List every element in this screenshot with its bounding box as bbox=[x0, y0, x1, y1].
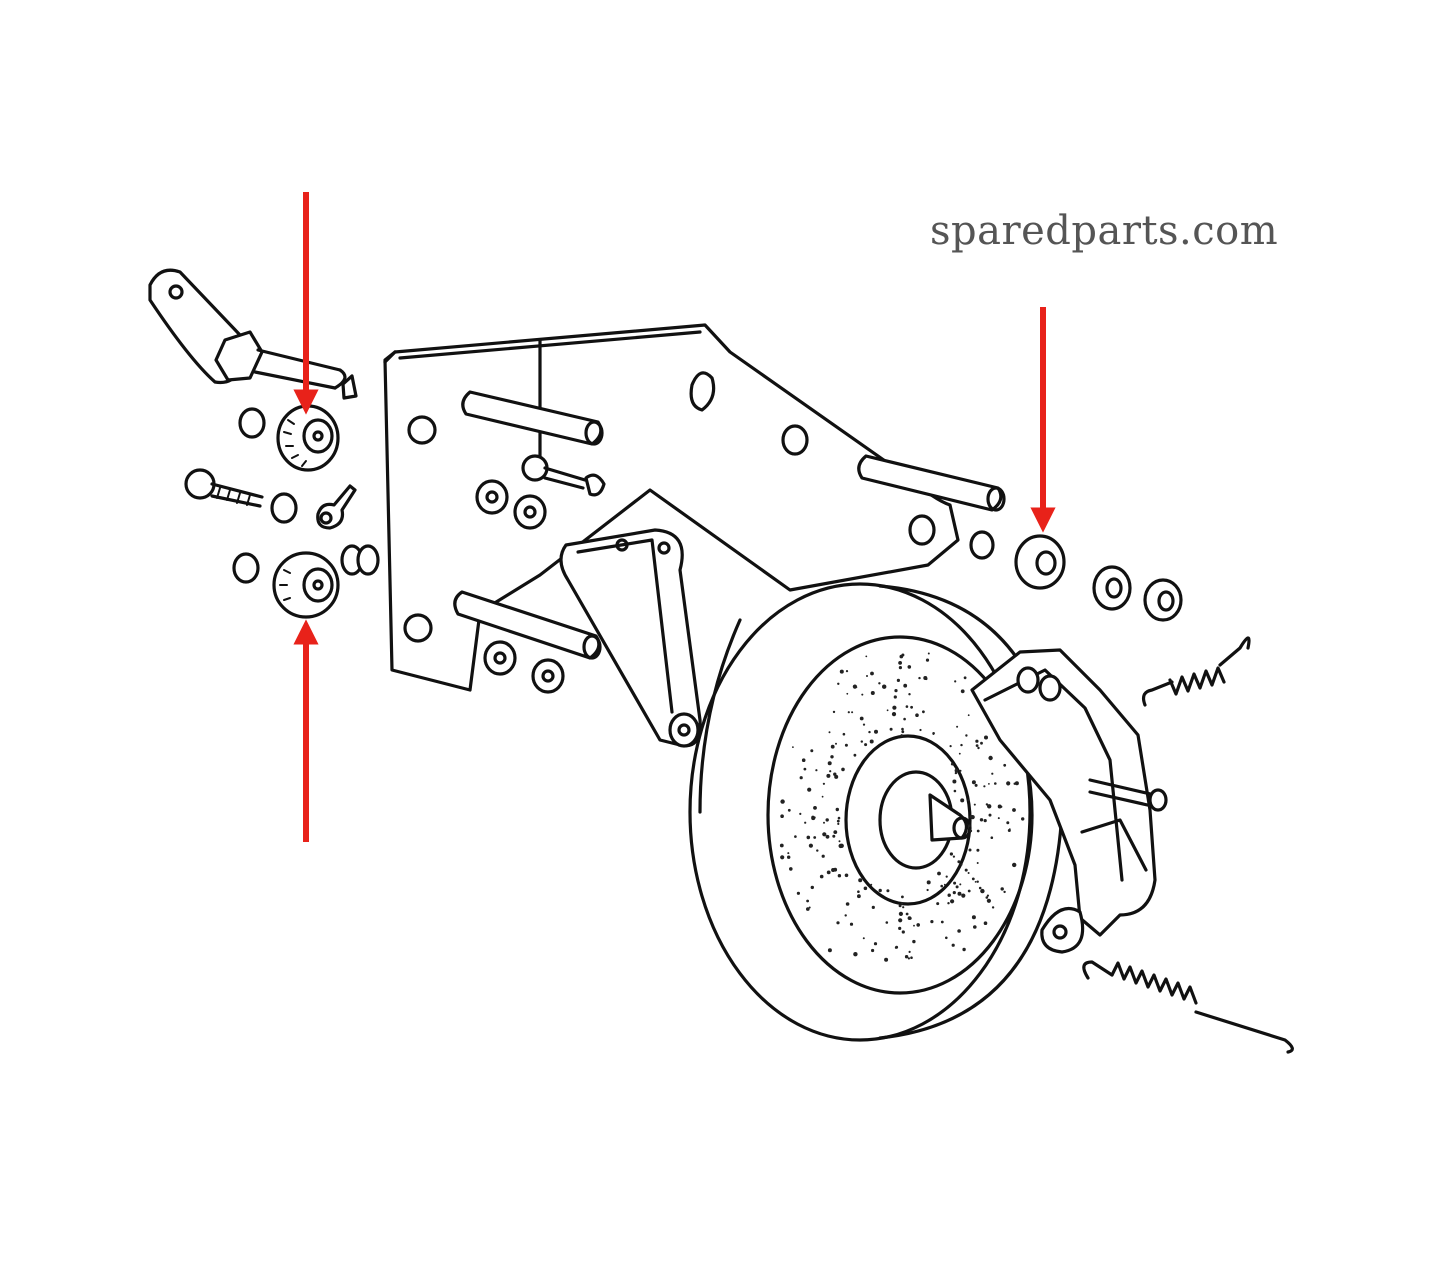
caliper-bracket bbox=[970, 648, 1168, 954]
lower-pin bbox=[453, 590, 602, 660]
lower-roller bbox=[232, 551, 340, 619]
right-washer bbox=[1092, 565, 1183, 622]
plate-fasteners bbox=[475, 454, 606, 694]
right-bushing bbox=[969, 530, 1066, 590]
pulley-disc bbox=[688, 582, 1064, 1042]
upper-roller bbox=[238, 404, 340, 472]
link-arm bbox=[559, 528, 702, 748]
upper-pin bbox=[461, 390, 604, 446]
callout-arrows bbox=[293, 192, 1056, 842]
upper-spring bbox=[1141, 636, 1251, 707]
lower-spring bbox=[1082, 960, 1294, 1054]
watermark-text: sparedparts.com bbox=[930, 208, 1279, 254]
bolt-and-washers bbox=[184, 468, 380, 576]
right-pin bbox=[857, 454, 1006, 512]
lever-arm bbox=[148, 268, 358, 400]
